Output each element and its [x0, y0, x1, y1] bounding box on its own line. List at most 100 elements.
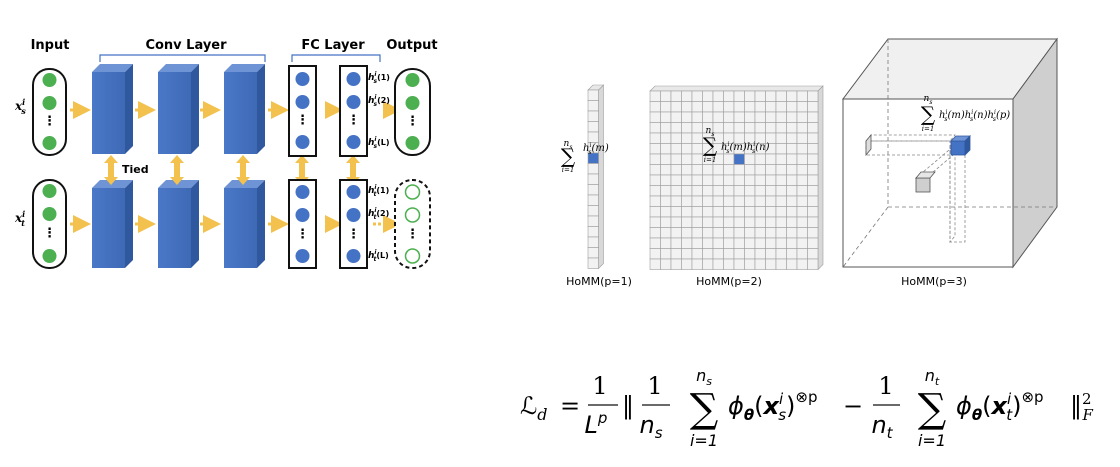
conv-block [158, 188, 191, 268]
tied-double-arrow [170, 155, 184, 185]
homm-p2-cell [723, 248, 735, 260]
homm-p2-cell [649, 185, 661, 197]
homm-p2-cell [765, 227, 777, 239]
homm-p2-cell [670, 101, 682, 113]
homm-p2-cell [723, 206, 735, 218]
homm-p2-cell [660, 174, 672, 186]
homm-p2-cell [702, 101, 714, 113]
homm-p1-sum-top: ns [564, 139, 573, 151]
homm-p1-cell [587, 215, 599, 227]
homm-p2-cell [786, 195, 798, 207]
homm-p2-cell [712, 111, 724, 123]
homm-p2-cell [670, 206, 682, 218]
homm-p2-cell [744, 195, 756, 207]
homm-p2-cell [733, 164, 745, 176]
homm-p2-cell [691, 206, 703, 218]
homm-p2-cell [681, 153, 693, 165]
homm-p2-cell [670, 111, 682, 123]
homm-p2-cell [796, 227, 808, 239]
homm-p2-cell [649, 195, 661, 207]
homm-p2-cell [796, 174, 808, 186]
homm-p2-cell [775, 248, 787, 260]
homm-p2-cell [807, 248, 819, 260]
fc2-source-dots: ⋮ [347, 113, 360, 128]
homm-p1-sum-symbol: ∑ [561, 144, 576, 168]
homm-p2-cell [712, 258, 724, 270]
conv-block [224, 72, 257, 154]
homm-p2-cell [744, 216, 756, 228]
homm-p2-cell [796, 185, 808, 197]
conv-block-top [224, 64, 265, 72]
conv-block [158, 72, 191, 154]
homm-p2-sum-top: ns [706, 126, 715, 138]
homm-p2-cell [723, 111, 735, 123]
homm-p2-sum-symbol: ∑ [703, 133, 718, 157]
homm-p2-cell [649, 227, 661, 239]
conv-layer-label: Conv Layer [145, 38, 227, 53]
eq-lhs: ℒd [520, 392, 548, 424]
homm-p2-cell [796, 132, 808, 144]
homm-p2-cell [681, 174, 693, 186]
source-output-node [405, 73, 420, 87]
source-output-dots: ⋮ [406, 114, 419, 129]
source-output-node [405, 136, 420, 150]
slice-end-face [915, 177, 931, 193]
conv-block [224, 188, 257, 268]
conv-bracket [99, 54, 266, 62]
homm-p2-cell [691, 248, 703, 260]
homm-p2-cell [807, 258, 819, 270]
tied-double-arrow [104, 155, 118, 185]
homm-p2-cell [786, 132, 798, 144]
homm-p2-cell [681, 90, 693, 102]
target-output-node [404, 248, 421, 264]
eq-frac1-den: Lp [585, 409, 608, 439]
homm-p2-cell [796, 206, 808, 218]
homm-p2-cell [712, 101, 724, 113]
homm-p2-cell [670, 90, 682, 102]
homm-p2-cell [723, 101, 735, 113]
homm-p2-cell [723, 90, 735, 102]
homm-p2-cell [775, 143, 787, 155]
homm-p2-cell [786, 90, 798, 102]
eq-sum2-symbol: ∑ [918, 386, 947, 432]
fc2-source-neuron [346, 135, 361, 149]
homm-p2-cell [691, 216, 703, 228]
homm-p2-cell [733, 90, 745, 102]
homm-p2-cell [681, 216, 693, 228]
homm-p2-cell [807, 132, 819, 144]
homm-p2-cell [754, 164, 766, 176]
homm-p1-cell [587, 163, 599, 175]
homm-p2-cell [702, 195, 714, 207]
homm-p2-cell [807, 90, 819, 102]
homm-p2-cell [775, 122, 787, 134]
fc1-target-dots: ⋮ [296, 227, 309, 242]
source-output-capsule [394, 68, 431, 156]
homm-p2-cell [796, 237, 808, 249]
homm-p3-sum-bottom: i=1 [922, 125, 935, 133]
homm-p2-cell [702, 216, 714, 228]
homm-p2-cell [786, 248, 798, 260]
homm-p2-cell [723, 195, 735, 207]
homm-p2-cell [670, 195, 682, 207]
homm-p2-cell [744, 122, 756, 134]
homm-p2-cell [691, 164, 703, 176]
homm-p2-cell [754, 248, 766, 260]
conv-block [92, 72, 125, 154]
homm-p2-cell [775, 101, 787, 113]
homm-p2-cell [796, 164, 808, 176]
homm-p1-sum-bottom: i=1 [562, 166, 575, 174]
homm-p2-cell [660, 227, 672, 239]
target-input-node [42, 207, 57, 221]
homm-p2-cell [691, 185, 703, 197]
homm-p2-cell [744, 101, 756, 113]
homm-p2-cell [786, 258, 798, 270]
homm-p2-cell [733, 237, 745, 249]
homm-p2-cell [733, 258, 745, 270]
homm-p2-cell [733, 122, 745, 134]
homm-p1-cell [587, 236, 599, 248]
